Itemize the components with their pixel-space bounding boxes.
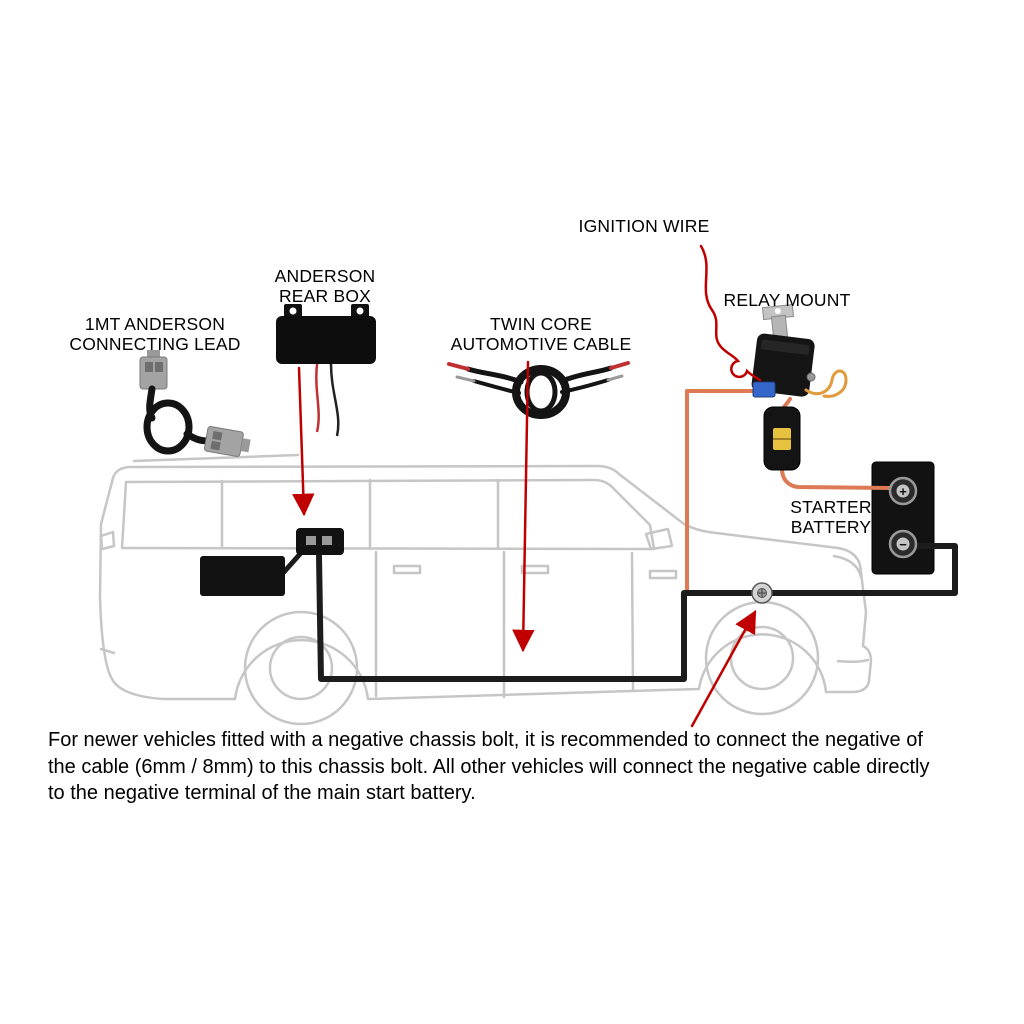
anderson-rear-box-component — [276, 304, 376, 437]
relay-bracket — [761, 303, 795, 340]
relay-connector-blue — [752, 381, 776, 398]
relay-mount-component — [751, 303, 848, 398]
label-connecting-lead: 1MT ANDERSON CONNECTING LEAD — [69, 314, 241, 354]
vehicle-rear-bumper-line — [99, 647, 116, 655]
battery-positive-symbol: + — [899, 484, 907, 499]
rear-box-link-cable — [281, 551, 303, 575]
battery-negative-symbol: − — [899, 537, 907, 552]
rear-box-black-wire — [329, 363, 340, 437]
vehicle-door-handles — [392, 564, 678, 580]
vehicle-taillight — [99, 530, 116, 551]
label-twin-core-cable: TWIN CORE AUTOMOTIVE CABLE — [450, 314, 632, 354]
negative-cable-main-run — [316, 543, 958, 682]
relay-body — [751, 333, 815, 397]
arrow-to-chassis-bolt — [690, 610, 757, 728]
label-ignition-wire: IGNITION WIRE — [578, 216, 710, 236]
connecting-lead-component — [139, 350, 251, 457]
leader-arrows — [292, 244, 762, 728]
rear-wheel-rim — [268, 635, 334, 701]
rear-box-red-wire — [315, 363, 320, 433]
twin-core-cable-component — [447, 361, 630, 419]
vehicle-body-outline — [98, 464, 873, 701]
instruction-note: For newer vehicles fitted with a negativ… — [48, 729, 930, 805]
label-relay-mount: RELAY MOUNT — [723, 290, 851, 310]
ignition-wire-graphic — [699, 244, 762, 382]
rear-anderson-connector — [296, 528, 344, 555]
arrow-to-bottom-cable — [512, 360, 535, 653]
rear-wheel — [243, 610, 359, 726]
vehicle-roof-rail — [132, 453, 300, 463]
vehicle-outline — [98, 453, 873, 726]
front-wheel — [704, 600, 820, 716]
relay-coil-wire — [804, 369, 848, 398]
vehicle-headlight — [832, 554, 863, 579]
positive-cable-fuse-to-battery — [780, 467, 892, 490]
vehicle-door-lines — [374, 550, 635, 699]
label-starter-battery: STARTER BATTERY — [790, 497, 872, 537]
arrow-to-rear-anderson-connector — [292, 366, 315, 517]
label-anderson-rear-box: ANDERSON REAR BOX — [274, 266, 376, 306]
positive-cable-relay-to-rear — [685, 389, 760, 593]
rear-mounted-box — [200, 528, 344, 596]
vehicle-window-pillars — [220, 478, 500, 551]
fuse-holder-component — [763, 406, 801, 471]
starter-battery-terminals: + − — [888, 476, 918, 559]
vehicle-front-bumper-line — [836, 658, 870, 664]
vehicle-glasshouse — [120, 478, 656, 551]
chassis-bolt — [751, 582, 773, 604]
vehicle-mirror — [644, 527, 674, 551]
negative-cable — [281, 543, 958, 682]
